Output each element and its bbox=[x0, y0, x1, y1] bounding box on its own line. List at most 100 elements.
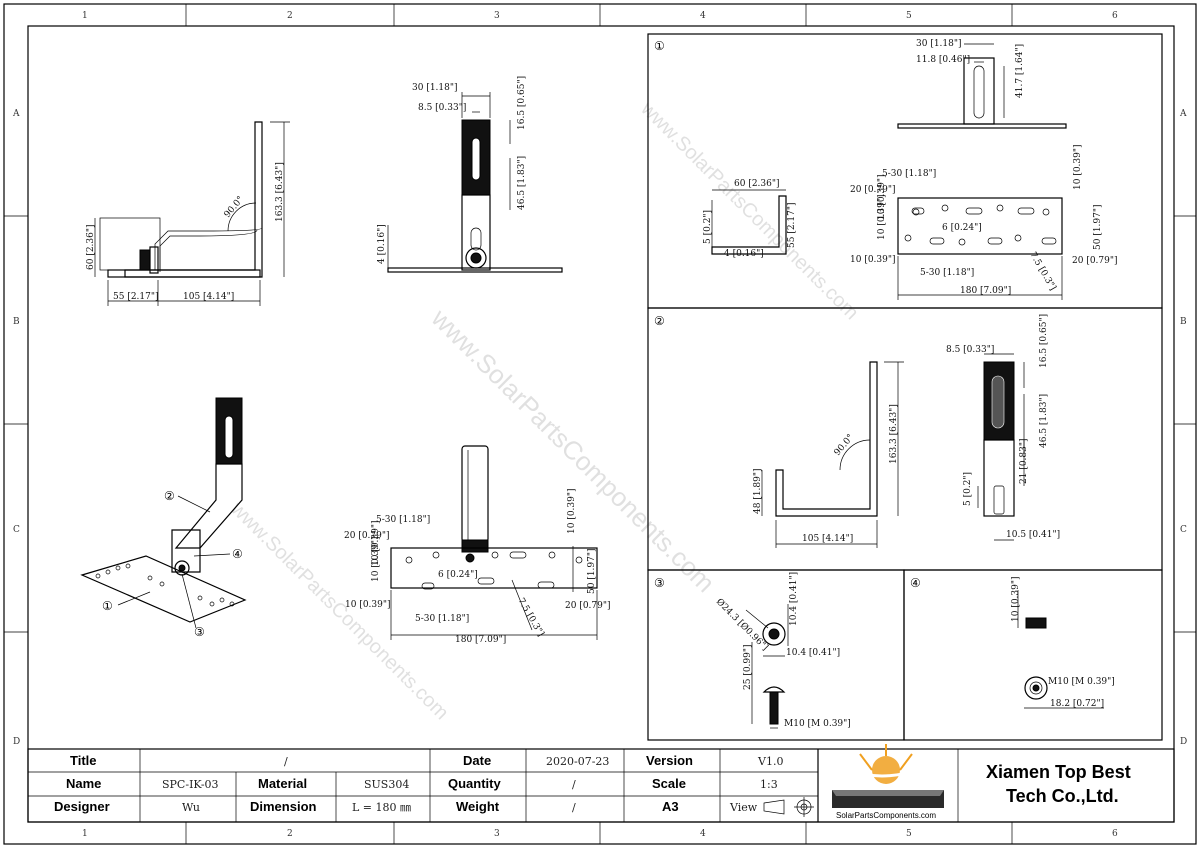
panel-2-hook-front bbox=[977, 353, 1025, 541]
panel-3-number: ③ bbox=[654, 576, 665, 590]
dim-105b-p2: 10.5 [0.41"] bbox=[1006, 530, 1060, 540]
dim-165-p2: 16.5 [0.65"] bbox=[1039, 314, 1049, 368]
dim-21-p2: 21 [0.83"] bbox=[1019, 438, 1029, 484]
zone-row-b-right: B bbox=[1180, 317, 1187, 327]
zone-col-5-top: 5 bbox=[906, 11, 912, 21]
quantity-label: Quantity bbox=[448, 776, 501, 791]
dim-55-p1: 55 [2.17"] bbox=[787, 202, 797, 248]
plan-view-base bbox=[390, 445, 598, 640]
panel-1-number: ① bbox=[654, 39, 665, 53]
dim-75-view3: 7.5 [0.3"] bbox=[515, 597, 545, 639]
dim-10b-p1: 10 [0.39"] bbox=[877, 194, 887, 240]
dim-10c-p1: 10 [0.39"] bbox=[850, 255, 896, 265]
dim-m10-p3: M10 [M 0.39"] bbox=[784, 719, 851, 729]
panel-1-base-side bbox=[711, 189, 787, 255]
outer-frame bbox=[3, 3, 1197, 845]
zone-col-3-bottom: 3 bbox=[494, 829, 500, 839]
zone-col-4-top: 4 bbox=[700, 11, 706, 21]
dim-165-view2: 16.5 [0.65"] bbox=[517, 76, 527, 130]
dim-10a-view3: 10 [0.39"] bbox=[371, 520, 381, 566]
quantity-value: / bbox=[572, 778, 576, 791]
dim-m10-p4: M10 [M 0.39"] bbox=[1048, 677, 1115, 687]
projection-symbol-icon bbox=[763, 797, 814, 817]
dim-105-p2: 105 [4.14"] bbox=[802, 534, 853, 544]
dim-angle-view1: 90.0° bbox=[223, 195, 246, 220]
dim-55: 55 [2.17"] bbox=[113, 292, 159, 302]
panel-2-hook-side bbox=[761, 361, 904, 548]
panel-4-number: ④ bbox=[910, 576, 921, 590]
dim-5-p1: 5 [0.2"] bbox=[703, 210, 713, 244]
zone-row-b-left: B bbox=[13, 317, 20, 327]
dim-180-view3: 180 [7.09"] bbox=[455, 635, 506, 645]
zone-row-d-left: D bbox=[13, 737, 20, 747]
dim-104h-p3: 10.4 [0.41"] bbox=[789, 572, 799, 626]
dim-85-p2: 8.5 [0.33"] bbox=[946, 345, 994, 355]
dim-50-view3: 50 [1.97"] bbox=[587, 548, 597, 594]
panel-3-bolt bbox=[745, 604, 789, 729]
dim-182-p4: 18.2 [0.72"] bbox=[1050, 699, 1104, 709]
dim-6-p1: 6 [0.24"] bbox=[942, 223, 982, 233]
company-name-line2: Tech Co.,Ltd. bbox=[1006, 786, 1119, 806]
dim-30-view2: 30 [1.18"] bbox=[412, 83, 458, 93]
zone-row-d-right: D bbox=[1180, 737, 1187, 747]
dim-20-view3: 20 [0.79"] bbox=[344, 531, 390, 541]
side-view-bracket bbox=[94, 121, 290, 306]
dim-60: 60 [2.36"] bbox=[86, 224, 96, 270]
callout-2-iso: ② bbox=[164, 489, 175, 503]
callout-4-iso: ④ bbox=[232, 547, 243, 561]
zone-col-2-bottom: 2 bbox=[287, 829, 293, 839]
dim-530-view3: 5-30 [1.18"] bbox=[376, 515, 430, 525]
zone-col-6-bottom: 6 bbox=[1112, 829, 1118, 839]
company-name-line1: Xiamen Top Best bbox=[986, 762, 1131, 782]
dim-10r-p1: 10 [0.39"] bbox=[1073, 144, 1083, 190]
panel-4-frame bbox=[903, 569, 1163, 741]
dim-30-p1: 30 [1.18"] bbox=[916, 39, 962, 49]
material-value: SUS304 bbox=[364, 778, 409, 791]
dim-465-view2: 46.5 [1.83"] bbox=[517, 156, 527, 210]
dim-163: 163.3 [6.43"] bbox=[275, 162, 285, 222]
watermark-right: www.SolarPartsComponents.com bbox=[636, 97, 863, 324]
paper-size: A3 bbox=[662, 799, 679, 814]
zone-col-2-top: 2 bbox=[287, 11, 293, 21]
dim-10r-view3: 10 [0.39"] bbox=[567, 488, 577, 534]
designer-value: Wu bbox=[182, 801, 200, 814]
dim-60-p1: 60 [2.36"] bbox=[734, 179, 780, 189]
watermark-left: www.SolarPartsComponents.com bbox=[226, 497, 453, 724]
dim-105: 105 [4.14"] bbox=[183, 292, 234, 302]
logo-url: SolarPartsComponents.com bbox=[836, 811, 936, 820]
name-label: Name bbox=[66, 776, 101, 791]
panel-4-nut bbox=[1017, 590, 1104, 709]
zone-row-c-right: C bbox=[1180, 525, 1187, 535]
zone-row-a-left: A bbox=[12, 109, 20, 119]
dim-25-p3: 25 [0.99"] bbox=[743, 644, 753, 690]
dim-4-view2: 4 [0.16"] bbox=[377, 224, 387, 264]
dim-10a-p1: 10 [0.39"] bbox=[877, 174, 887, 220]
zone-col-3-top: 3 bbox=[494, 11, 500, 21]
dim-6-view3: 6 [0.24"] bbox=[438, 570, 478, 580]
dim-20r-p1: 20 [0.79"] bbox=[1072, 256, 1118, 266]
company-logo bbox=[832, 744, 944, 808]
panel-2-frame bbox=[647, 307, 1163, 571]
dim-530-p1: 5-30 [1.18"] bbox=[882, 169, 936, 179]
dim-465-p2: 46.5 [1.83"] bbox=[1039, 394, 1049, 448]
date-label: Date bbox=[463, 753, 491, 768]
zone-col-1-top: 1 bbox=[82, 11, 88, 21]
dim-417-p1: 41.7 [1.64"] bbox=[1015, 44, 1025, 98]
dim-180-p1: 180 [7.09"] bbox=[960, 286, 1011, 296]
name-value: SPC-IK-03 bbox=[162, 778, 219, 791]
dim-85-view2: 8.5 [0.33"] bbox=[418, 103, 466, 113]
zone-col-4-bottom: 4 bbox=[700, 829, 706, 839]
dim-10-p4: 10 [0.39"] bbox=[1011, 576, 1021, 622]
designer-label: Designer bbox=[54, 799, 110, 814]
view-label: View bbox=[729, 801, 758, 814]
zone-row-a-right: A bbox=[1179, 109, 1187, 119]
panel-2-number: ② bbox=[654, 314, 665, 328]
dim-104w-p3: 10.4 [0.41"] bbox=[786, 648, 840, 658]
title-label: Title bbox=[70, 753, 97, 768]
zone-row-c-left: C bbox=[13, 525, 20, 535]
dim-75-p1: 7.5 [0.3"] bbox=[1027, 251, 1057, 293]
version-value: V1.0 bbox=[757, 755, 783, 768]
date-value: 2020-07-23 bbox=[546, 755, 609, 768]
dim-10b-view3: 10 [0.39"] bbox=[371, 536, 381, 582]
